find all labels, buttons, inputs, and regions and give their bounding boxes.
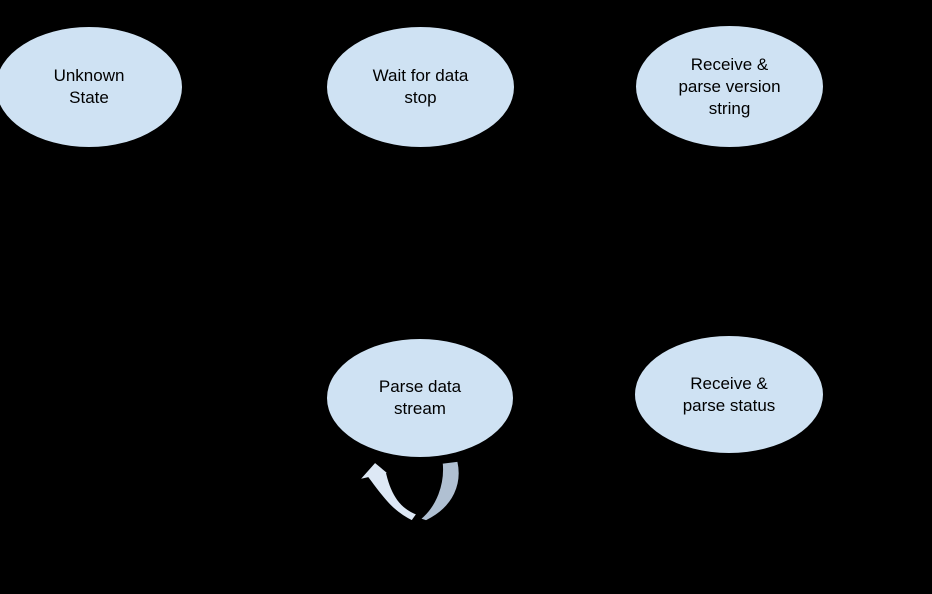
- state-node-wait-for-data-stop: Wait for data stop: [326, 26, 515, 148]
- self-loop-arrow-icon: [356, 460, 461, 522]
- state-node-receive-parse-status: Receive & parse status: [634, 335, 824, 454]
- state-label-unknown-state: Unknown State: [53, 66, 125, 107]
- state-node-parse-data-stream: Parse data stream: [326, 338, 514, 458]
- state-label-wait-for-data-stop: Wait for data stop: [372, 66, 469, 107]
- state-label-parse-data-stream: Parse data stream: [378, 377, 462, 418]
- state-node-receive-parse-version-string: Receive & parse version string: [635, 25, 824, 148]
- state-label-receive-parse-version-string: Receive & parse version string: [678, 54, 781, 118]
- self-loop-arrow-left-limb: [356, 460, 419, 522]
- state-node-unknown-state: Unknown State: [0, 26, 183, 148]
- state-label-receive-parse-status: Receive & parse status: [682, 373, 776, 415]
- self-loop-arrow-right-limb: [418, 460, 461, 522]
